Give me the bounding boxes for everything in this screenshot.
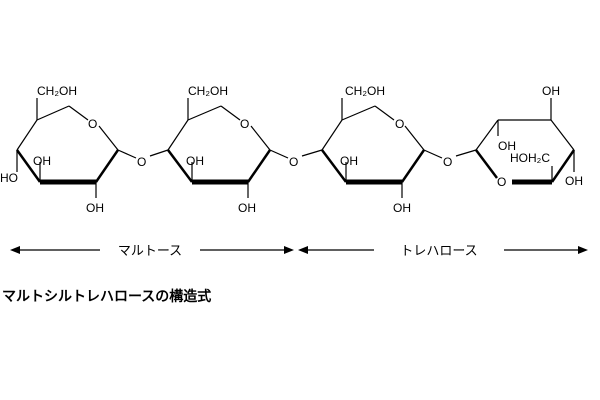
maltosyltrehalose-structure: CH₂OH O OH OH HO O CH₂OH O OH OH O CH₂: [0, 84, 588, 259]
glucose-ring-2: [149, 98, 289, 198]
glycosidic-oxygen-label: O: [137, 155, 146, 169]
oh-label: OH: [238, 201, 256, 215]
ring-oxygen-label: O: [240, 117, 249, 131]
ch2oh-label: CH₂OH: [188, 84, 228, 98]
oh-label: OH: [340, 154, 358, 168]
ch2oh-label: CH₂OH: [37, 84, 77, 98]
oh-label: OH: [393, 201, 411, 215]
ring-oxygen-label: O: [395, 117, 404, 131]
glucose-ring-3: [301, 98, 443, 198]
oh-label: OH: [33, 154, 51, 168]
maltose-span-label: マルトース: [118, 244, 182, 259]
ring-oxygen-label: O: [497, 175, 506, 189]
oh-label: OH: [498, 139, 516, 153]
oh-label: OH: [86, 201, 104, 215]
oh-label: OH: [565, 174, 583, 188]
oh-label: OH: [542, 84, 560, 98]
figure-caption: マルトシルトレハロースの構造式: [2, 289, 212, 305]
glycosidic-oxygen-label: O: [289, 155, 298, 169]
maltose-span-arrow: [10, 246, 294, 254]
hoh2c-label: HOH₂C: [510, 151, 550, 165]
ring-oxygen-label: O: [88, 117, 97, 131]
glucose-ring-4: [455, 98, 576, 185]
trehalose-span-label: トレハロース: [400, 244, 477, 259]
trehalose-span-arrow: [298, 246, 588, 254]
glucose-ring-1: [15, 98, 137, 198]
ho-label: HO: [0, 171, 18, 185]
glycosidic-oxygen-label: O: [443, 155, 452, 169]
ch2oh-label: CH₂OH: [345, 84, 385, 98]
oh-label: OH: [186, 154, 204, 168]
